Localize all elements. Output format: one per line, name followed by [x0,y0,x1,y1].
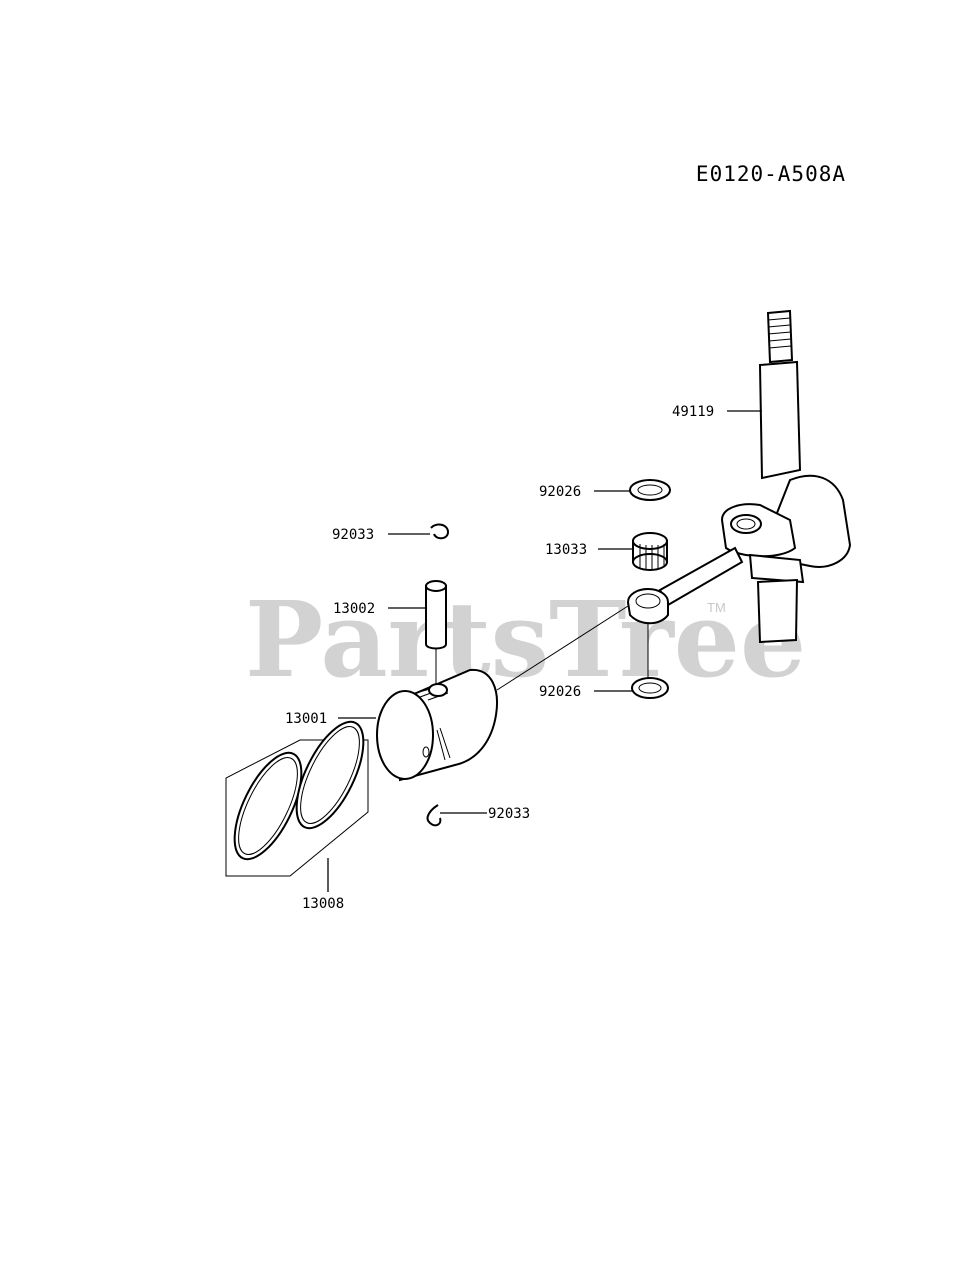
piston-13001[interactable] [376,668,498,782]
part-label-13002[interactable]: 13002 [333,601,375,617]
diagram-code: E0120-A508A [695,162,846,186]
part-label-49119[interactable]: 49119 [672,404,714,420]
needle-bearing-13033[interactable] [632,532,668,571]
part-label-92033-upper[interactable]: 92033 [332,527,374,543]
part-label-13033[interactable]: 13033 [545,542,587,558]
part-label-13008[interactable]: 13008 [302,896,344,912]
watermark: PartsTree [245,578,806,701]
watermark-tm: TM [707,600,726,615]
part-label-92026-lower[interactable]: 92026 [539,684,581,700]
part-label-92026-upper[interactable]: 92026 [539,484,581,500]
connecting-rod[interactable] [627,546,744,625]
clip-upper-92033[interactable] [430,523,450,540]
washer-lower-92026[interactable] [631,677,669,699]
part-label-92033-lower[interactable]: 92033 [488,806,530,822]
crankshaft[interactable] [720,309,852,644]
piston-pin-13002[interactable] [425,580,447,650]
piston-ring-set-13008[interactable] [221,712,377,877]
washer-upper-92026[interactable] [629,479,671,501]
part-label-13001[interactable]: 13001 [285,711,327,727]
clip-lower-92033[interactable] [426,804,442,827]
